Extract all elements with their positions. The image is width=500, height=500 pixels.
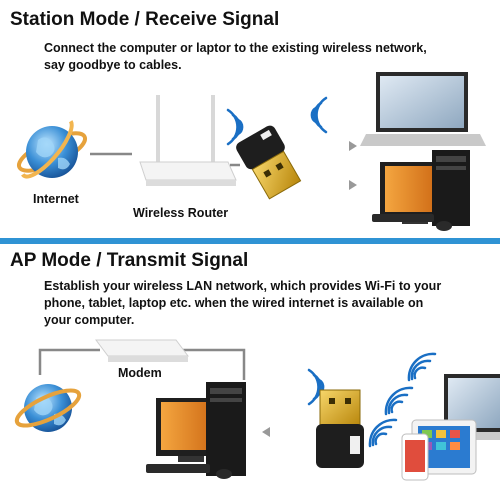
station-mode-description: Connect the computer or laptor to the ex… [44, 41, 427, 72]
desktop-computer-icon [146, 382, 246, 479]
modem-icon [95, 339, 189, 362]
globe-icon [14, 384, 82, 432]
desktop-computer-icon [372, 150, 470, 231]
wifi-signal-icon [310, 96, 328, 134]
internet-label: Internet [33, 192, 79, 206]
laptop-icon [360, 72, 486, 146]
laptop-icon [436, 374, 500, 440]
phone-icon [401, 433, 429, 481]
wifi-signal-icon [226, 108, 244, 146]
ap-mode-description: Establish your wireless LAN network, whi… [44, 279, 442, 327]
arrow-left-icon [262, 427, 270, 437]
wireless-router-label: Wireless Router [133, 206, 229, 220]
section-divider [0, 238, 500, 244]
usb-wifi-adapter-icon [236, 125, 302, 200]
modem-to-pc-cable [180, 348, 246, 380]
globe-icon [16, 120, 88, 179]
wifi-signal-icon [368, 418, 398, 448]
wifi-signal-icon [384, 386, 414, 416]
station-mode-title: Station Mode / Receive Signal [10, 9, 280, 30]
modem-label: Modem [118, 366, 162, 380]
usb-wifi-adapter-icon [316, 389, 364, 468]
ap-mode-title: AP Mode / Transmit Signal [10, 250, 249, 271]
wireless-router-icon [139, 95, 237, 186]
modem-cable [38, 348, 100, 375]
wifi-signal-icon [407, 352, 437, 382]
arrow-right-icon [349, 141, 357, 190]
